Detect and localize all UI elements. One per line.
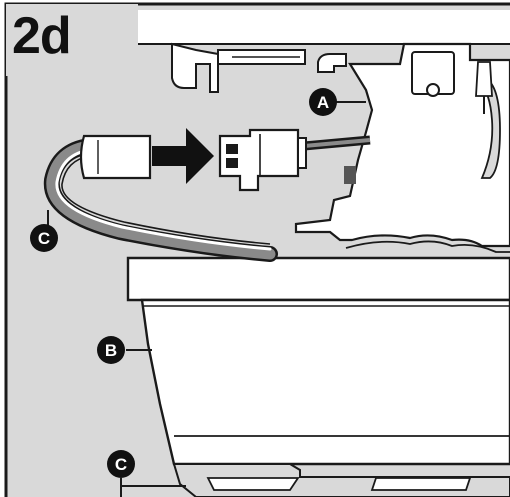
ceiling-strip xyxy=(138,10,510,44)
mounting-plate xyxy=(294,42,510,248)
callout-a-label: A xyxy=(317,93,329,112)
socket-latch xyxy=(297,137,307,169)
plate-wires-stripe xyxy=(303,138,371,148)
bracket-hook xyxy=(317,53,347,73)
housing-top-band xyxy=(126,256,510,302)
wire-bundle-edge xyxy=(61,155,271,245)
wire-bundle-gray xyxy=(46,140,276,260)
plate-screw-hole xyxy=(426,83,440,97)
callout-b-label: B xyxy=(105,341,117,360)
connector-socket xyxy=(218,128,300,192)
socket-pin-2 xyxy=(226,158,238,168)
wire-plug xyxy=(79,134,152,180)
wire-bundle-stripe xyxy=(55,148,272,251)
plate-connector xyxy=(475,61,493,97)
callout-c-lower-label: C xyxy=(115,455,127,474)
callout-c-wire-label: C xyxy=(38,229,50,248)
bracket-tab-left xyxy=(171,42,219,93)
motor-housing xyxy=(140,298,510,466)
callout-a: A xyxy=(309,88,337,116)
callout-b: B xyxy=(97,336,125,364)
blade-iron-right xyxy=(370,477,472,491)
plate-slot xyxy=(478,78,501,179)
insertion-arrow xyxy=(152,128,214,184)
socket-pin-1 xyxy=(226,144,238,154)
step-label: 2d xyxy=(12,7,72,65)
blade-iron-left xyxy=(206,477,300,491)
plate-lower-edge xyxy=(345,240,510,253)
step-label-backdrop xyxy=(6,4,138,76)
callout-c-lower: C xyxy=(107,450,135,478)
plate-side-vent xyxy=(344,166,356,184)
callout-c-wire: C xyxy=(30,224,58,252)
